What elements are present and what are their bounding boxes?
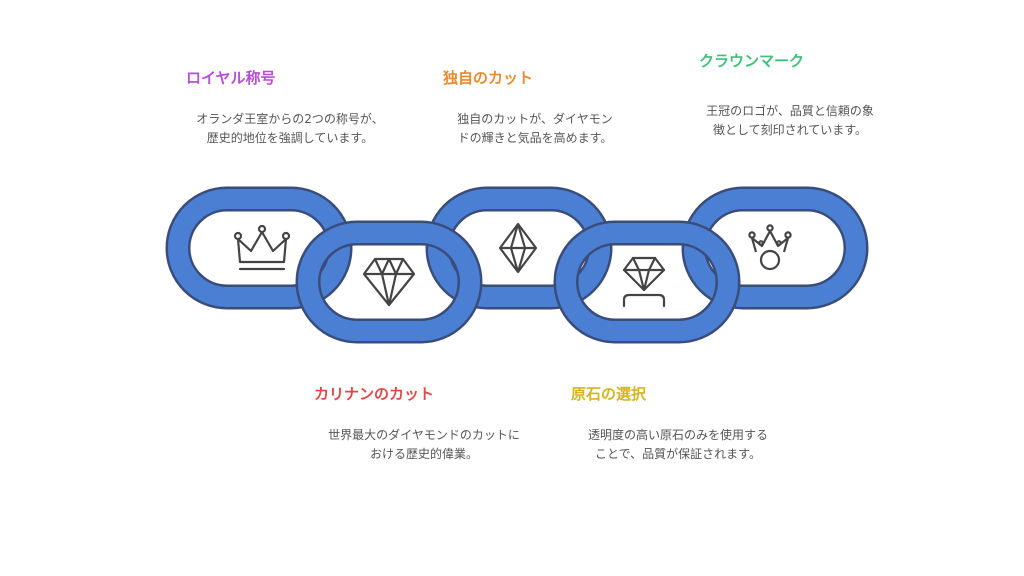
chain-link-2-fill — [298, 223, 480, 341]
chain-link-4-fill — [556, 223, 738, 341]
diamond-icon — [362, 257, 416, 307]
crown-mark-icon — [748, 224, 792, 271]
item-title-crown-mark: クラウンマーク — [699, 52, 805, 70]
item-description-cullinan-cut: 世界最大のダイヤモンドのカットに おける歴史的偉業。 — [328, 428, 520, 461]
item-title-rough-selection: 原石の選択 — [571, 385, 647, 403]
item-title-cullinan-cut: カリナンのカット — [314, 385, 435, 403]
item-description-unique-cut: 独自のカットが、ダイヤモン ドの輝きと気品を高めます。 — [457, 112, 613, 145]
diamond-on-stand-icon — [622, 256, 666, 308]
gem-icon — [498, 222, 538, 274]
crown-icon — [233, 224, 291, 271]
item-description-rough-selection: 透明度の高い原石のみを使用する ことで、品質が保証されます。 — [587, 428, 768, 461]
item-description-royal-title: オランダ王室からの2つの称号が、 歴史的地位を強調しています。 — [196, 112, 384, 145]
item-description-crown-mark: 王冠のロゴが、品質と信頼の象 徴として刻印されています。 — [706, 104, 874, 137]
item-title-royal-title: ロイヤル称号 — [186, 69, 276, 87]
item-title-unique-cut: 独自のカット — [443, 69, 534, 87]
